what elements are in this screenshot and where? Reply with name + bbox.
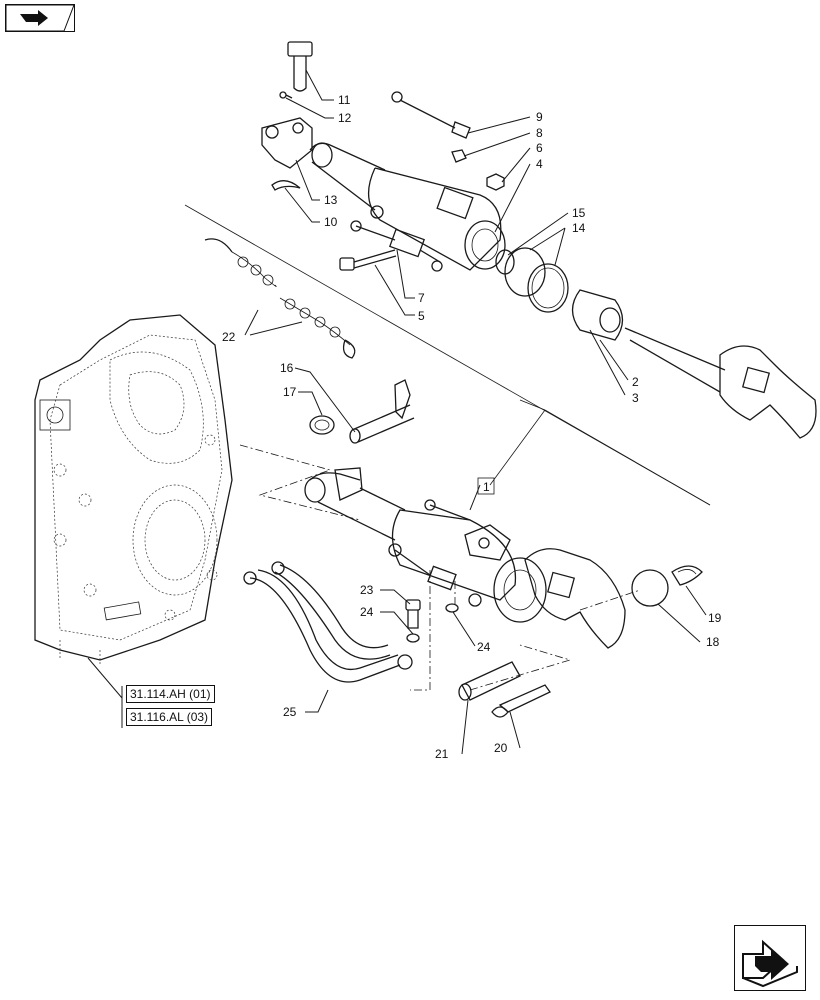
callout-4: 4 bbox=[536, 157, 543, 171]
callout-24a: 24 bbox=[360, 605, 374, 619]
callout-14: 14 bbox=[572, 221, 586, 235]
pin-11 bbox=[287, 41, 313, 92]
reference-link-1[interactable]: 31.114.AH (01) bbox=[126, 685, 215, 703]
lower-hook bbox=[524, 548, 626, 649]
callout-5: 5 bbox=[418, 309, 425, 323]
bracket-7 bbox=[350, 220, 443, 272]
callout-24b: 24 bbox=[477, 640, 491, 654]
chain-22a bbox=[204, 238, 277, 287]
hook-link-3 bbox=[624, 327, 817, 439]
callout-23: 23 bbox=[360, 583, 374, 597]
callout-9: 9 bbox=[536, 110, 543, 124]
rear-housing bbox=[34, 314, 233, 665]
clip-17 bbox=[309, 415, 335, 435]
bolt-23 bbox=[405, 599, 421, 629]
next-page-arrow-icon[interactable] bbox=[5, 4, 75, 32]
chain-22b bbox=[279, 297, 356, 359]
callout-13: 13 bbox=[324, 193, 338, 207]
callout-19: 19 bbox=[708, 611, 722, 625]
callout-16: 16 bbox=[280, 361, 294, 375]
callout-17: 17 bbox=[283, 385, 297, 399]
sleeve-2 bbox=[571, 289, 624, 341]
callout-21: 21 bbox=[435, 747, 449, 761]
lower-cylinder bbox=[304, 467, 547, 623]
callout-2: 2 bbox=[632, 375, 639, 389]
pin-20 bbox=[491, 684, 551, 718]
reference-link-2[interactable]: 31.116.AL (03) bbox=[126, 708, 213, 726]
callout-8: 8 bbox=[536, 126, 543, 140]
callout-3: 3 bbox=[632, 391, 639, 405]
hydraulic-pipes-25 bbox=[243, 561, 413, 683]
callout-18: 18 bbox=[706, 635, 720, 649]
callout-1: 1 bbox=[483, 480, 490, 494]
ball-18 bbox=[631, 569, 669, 607]
pin-21 bbox=[458, 661, 521, 701]
previous-page-arrow-icon[interactable] bbox=[734, 925, 806, 991]
callout-6: 6 bbox=[536, 141, 543, 155]
clip-19 bbox=[671, 565, 703, 586]
upper-cylinder bbox=[309, 142, 506, 271]
callout-22: 22 bbox=[222, 330, 236, 344]
callout-11: 11 bbox=[338, 93, 351, 107]
callout-12: 12 bbox=[338, 111, 352, 125]
clevis bbox=[261, 117, 313, 169]
callout-15: 15 bbox=[572, 206, 586, 220]
bolt-5 bbox=[339, 249, 397, 271]
screw-12 bbox=[279, 91, 293, 99]
callout-10: 10 bbox=[324, 215, 338, 229]
rod-9 bbox=[391, 91, 471, 139]
callout-7: 7 bbox=[418, 291, 425, 305]
callout-25: 25 bbox=[283, 705, 297, 719]
pin-16 bbox=[349, 379, 415, 444]
callout-20: 20 bbox=[494, 741, 508, 755]
